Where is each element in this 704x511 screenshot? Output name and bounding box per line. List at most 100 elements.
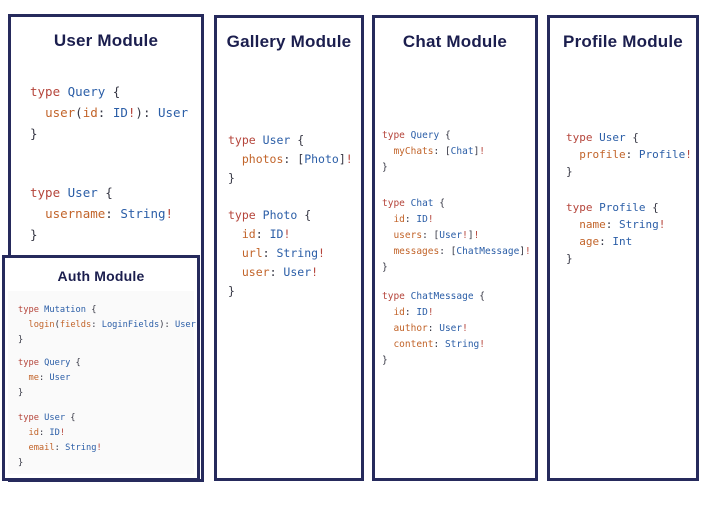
code-token: User [262, 133, 291, 147]
code-token: photos [241, 152, 284, 166]
code-token: user [45, 105, 76, 120]
code-token: { [105, 84, 121, 99]
code-line: messages: [ChatMessage]! [382, 244, 530, 260]
code-token: ] [519, 246, 526, 257]
code-block: type Query { me: User} [18, 356, 81, 401]
code-token: { [97, 185, 113, 200]
code-token: ( [75, 105, 83, 120]
code-line: myChats: [Chat]! [382, 144, 485, 160]
code-token: ! [685, 148, 692, 161]
code-token: ID [416, 214, 428, 225]
code-token [566, 235, 579, 248]
code-token [382, 246, 393, 257]
code-line: } [382, 260, 531, 276]
code-token: ! [283, 227, 291, 241]
code-token: ! [311, 265, 319, 279]
code-token: users [393, 230, 423, 241]
code-block: type User { username: String!} [30, 182, 173, 245]
profile-module-title: Profile Module [563, 32, 683, 51]
code-block: type Chat { id: ID! users: [User!]! mess… [382, 196, 531, 276]
code-token: id [82, 105, 98, 120]
code-block: type ChatMessage { id: ID! author: User!… [382, 289, 485, 369]
code-block: type Query { user(id: ID!): User} [30, 81, 188, 144]
code-token [60, 185, 68, 200]
code-line: type Query { [30, 81, 188, 102]
code-line: type Chat { [382, 196, 531, 212]
code-token: : [269, 265, 284, 279]
code-token: ] [473, 146, 480, 157]
chat-module-title: Chat Module [402, 32, 508, 51]
code-token [382, 307, 393, 318]
code-token: ! [427, 307, 434, 318]
code-line: author: User! [382, 321, 485, 337]
code-token [18, 443, 28, 453]
code-line: } [30, 123, 188, 144]
code-token: { [625, 131, 639, 144]
code-token [382, 146, 393, 157]
code-token: id [241, 227, 256, 241]
code-token: ID [112, 105, 128, 120]
code-token [18, 428, 28, 438]
code-line: type ChatMessage { [382, 289, 485, 305]
code-token: type [30, 84, 61, 99]
code-token: Profile [638, 148, 686, 161]
code-line: name: String! [566, 216, 665, 233]
code-token: { [473, 291, 485, 302]
code-token: : [38, 428, 50, 438]
user-module-code: type Query { user(id: ID!): User}type Us… [11, 17, 201, 479]
code-token: } [566, 165, 573, 178]
code-token: ! [427, 214, 434, 225]
code-token: ): [159, 320, 175, 330]
code-line: url: String! [228, 244, 325, 263]
code-token: type [566, 131, 593, 144]
code-token: ! [318, 246, 325, 260]
code-token: author [393, 323, 428, 334]
code-token: ID [416, 307, 428, 318]
code-token: } [30, 227, 38, 242]
code-token: : [97, 105, 113, 120]
code-line: type User { [18, 411, 102, 426]
code-line: } [18, 456, 102, 471]
code-token: type [18, 413, 39, 423]
code-token [18, 373, 28, 383]
code-token: : [625, 148, 639, 161]
code-token: LoginFields [101, 320, 160, 330]
code-token: age [579, 235, 600, 248]
code-token: } [18, 458, 24, 468]
code-token [382, 230, 393, 241]
code-token: Profile [599, 201, 646, 214]
code-token: } [382, 355, 388, 366]
code-line: type Profile { [566, 199, 665, 216]
code-line: id: ID! [382, 305, 485, 321]
code-block: type User { photos: [Photo]!} [228, 131, 353, 188]
code-token: type [18, 305, 39, 315]
code-line: photos: [Photo]! [228, 150, 353, 169]
code-line: type User { [566, 129, 692, 146]
code-line: id: ID! [382, 212, 531, 228]
code-token: { [439, 130, 451, 141]
code-token: user [241, 265, 270, 279]
code-token: User [158, 105, 189, 120]
code-line: username: String! [30, 203, 173, 224]
code-token: String [120, 206, 166, 221]
code-token: myChats [393, 146, 434, 157]
code-token: : [427, 323, 440, 334]
code-token: email [28, 443, 55, 453]
profile-module-code: type User { profile: Profile!}type Profi… [550, 18, 696, 478]
code-token: ! [462, 230, 468, 241]
code-line: users: [User!]! [382, 228, 531, 244]
code-token [228, 227, 242, 241]
code-token: } [228, 171, 235, 185]
profile-module-panel: Profile Module type User { profile: Prof… [547, 15, 699, 481]
code-token: String [65, 443, 97, 453]
code-token: type [382, 291, 405, 302]
auth-module-title: Auth Module [57, 268, 145, 284]
code-token: id [28, 428, 39, 438]
code-token: messages [393, 246, 440, 257]
code-token [566, 148, 579, 161]
code-token: ! [658, 218, 666, 231]
gallery-module-title: Gallery Module [226, 32, 352, 51]
code-token: type [228, 208, 256, 222]
code-token: Int [612, 235, 633, 248]
code-token: ! [479, 146, 486, 157]
